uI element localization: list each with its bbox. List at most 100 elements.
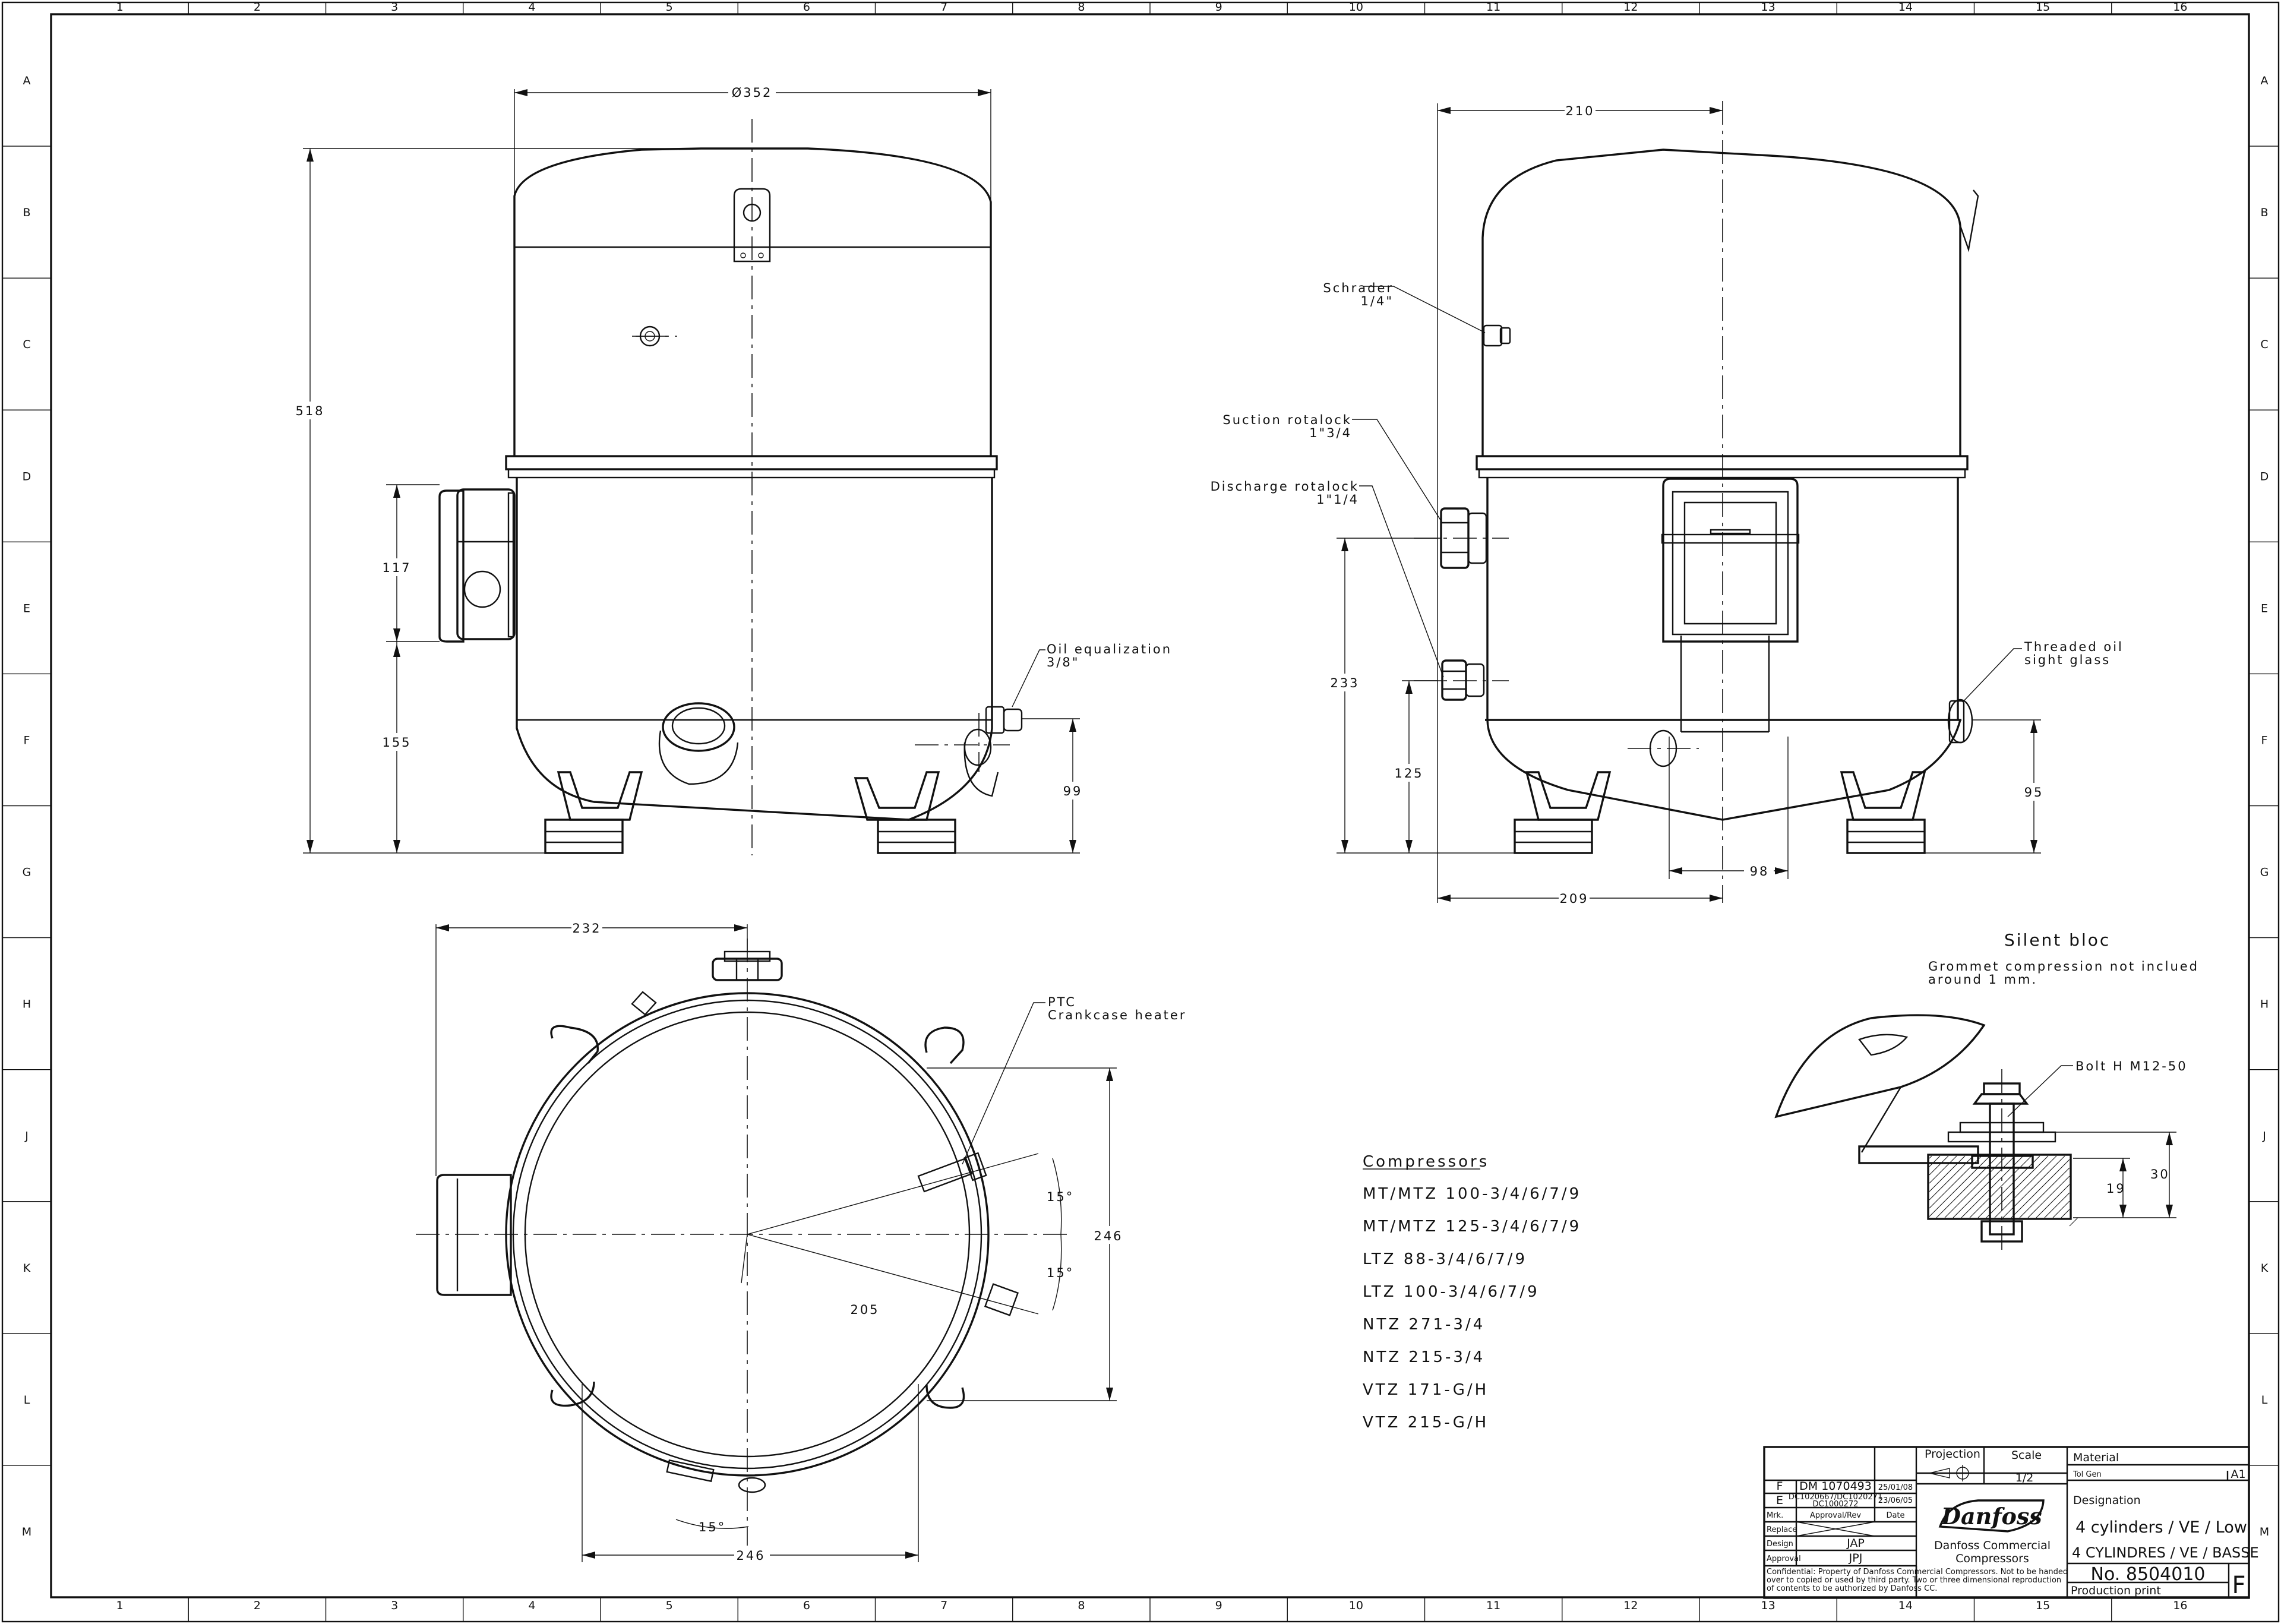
production-print: Production print <box>2071 1584 2161 1597</box>
revision-letter: F <box>2232 1572 2245 1599</box>
rev-f-date: 25/01/08 <box>1878 1483 1913 1492</box>
grid-row-label: M <box>22 1525 31 1538</box>
grid-row-label: L <box>2261 1394 2268 1407</box>
grid-column-label: 7 <box>940 1 947 14</box>
callout-ptc: PTC <box>1048 995 1076 1009</box>
grid-column-label: 3 <box>391 1599 398 1612</box>
grid-column-label: 3 <box>391 1 398 14</box>
label-date: Date <box>1886 1511 1904 1520</box>
scale-value: 1/2 <box>2015 1471 2034 1484</box>
designation-french: 4 CYLINDRES / VE / BASSE <box>2072 1544 2259 1561</box>
compressor-list-item: NTZ 271-3/4 <box>1363 1316 1485 1334</box>
grid-column-label: 16 <box>2173 1599 2187 1612</box>
callout-crankcase-heater: Crankcase heater <box>1048 1008 1186 1022</box>
grid-column-label: 10 <box>1349 1599 1363 1612</box>
confidential-notice-3: of contents to be authorized by Danfoss … <box>1767 1584 1937 1593</box>
dim-height-19: 19 <box>2106 1181 2126 1196</box>
design-value: JAP <box>1846 1537 1865 1550</box>
grid-column-label: 11 <box>1486 1599 1500 1612</box>
grid-column-label: 5 <box>666 1599 673 1612</box>
label-approval-rev: Approval/Rev <box>1810 1511 1862 1520</box>
grid-column-label: 13 <box>1761 1 1775 14</box>
rev-e-reference: DC1020667/DC1020271 <box>1789 1493 1882 1502</box>
dim-height-99: 99 <box>1063 784 1083 798</box>
grid-column-label: 2 <box>254 1599 261 1612</box>
discharge-rotalock <box>1441 659 1485 701</box>
dim-height-95: 95 <box>2024 785 2044 800</box>
dim-angle-15-lower: 15° <box>1047 1266 1074 1280</box>
grid-row-label: A <box>2261 74 2269 87</box>
dim-height-518: 518 <box>295 404 324 418</box>
compressor-list-item: VTZ 171-G/H <box>1363 1381 1489 1399</box>
sheet-size: A1 <box>2231 1468 2245 1481</box>
grid-row-label: D <box>2260 470 2269 483</box>
grid-row-label: E <box>2261 602 2268 615</box>
callout-schrader-size: 1/4" <box>1361 294 1394 308</box>
callout-sight-glass: Threaded oil <box>2024 640 2124 654</box>
dim-radius-205: 205 <box>850 1303 879 1317</box>
grid-column-label: 9 <box>1215 1599 1222 1612</box>
brand-subtitle-2: Compressors <box>1955 1552 2029 1565</box>
callout-oil-equalization: Oil equalization <box>1047 642 1172 656</box>
dim-width-98: 98 <box>1750 864 1770 879</box>
grid-column-label: 12 <box>1623 1 1638 14</box>
compressor-list-item: LTZ 88-3/4/6/7/9 <box>1363 1250 1527 1268</box>
grid-row-label: A <box>23 74 31 87</box>
dim-diameter-352: Ø352 <box>732 86 773 100</box>
callout-oil-equalization-size: 3/8" <box>1047 655 1079 669</box>
rev-f-reference: DM 1070493 <box>1799 1480 1872 1493</box>
grid-row-label: F <box>24 734 30 747</box>
grid-row-label: F <box>2261 734 2268 747</box>
silent-bloc-note-2: around 1 mm. <box>1928 972 2037 987</box>
grid-row-label: J <box>2262 1130 2266 1143</box>
confidential-notice: Confidential: Property of Danfoss Commer… <box>1767 1568 2068 1576</box>
brand-logo: Danfoss <box>1938 1499 2045 1533</box>
label-design: Design <box>1767 1540 1793 1549</box>
rev-e-mark: E <box>1776 1494 1783 1507</box>
dim-angle-15-bottom: 15° <box>699 1520 726 1534</box>
brand-subtitle: Danfoss Commercial <box>1934 1539 2051 1552</box>
compressor-list-item: VTZ 215-G/H <box>1363 1414 1489 1432</box>
dim-width-210: 210 <box>1565 104 1594 118</box>
dim-angle-15-upper: 15° <box>1047 1190 1074 1204</box>
side-view: 210 233 125 98 209 95 Sch <box>1211 101 2124 906</box>
grid-row-label: H <box>23 998 31 1011</box>
label-mrk: Mrk. <box>1767 1511 1783 1520</box>
grid-column-label: 11 <box>1486 1 1500 14</box>
silent-bloc-detail: Silent bloc Grommet compression not incl… <box>1774 930 2199 1253</box>
projection-symbol-icon <box>1929 1465 1972 1481</box>
title-block: F DM 1070493 25/01/08 E DC1020667/DC1020… <box>1763 1446 2259 1599</box>
svg-text:Danfoss: Danfoss <box>1941 1503 2042 1530</box>
grid-column-label: 16 <box>2173 1 2187 14</box>
compressor-list-item: MT/MTZ 125-3/4/6/7/9 <box>1363 1218 1581 1236</box>
grid-column-label: 10 <box>1349 1 1363 14</box>
grid-reference-labels: 1122334455667788991010111112121313141415… <box>22 1 2269 1612</box>
confidential-notice-2: over to copied or used by third party. T… <box>1767 1576 2061 1585</box>
grid-column-label: 6 <box>803 1599 810 1612</box>
dim-width-246: 246 <box>736 1549 765 1563</box>
grid-column-label: 4 <box>528 1 535 14</box>
front-foot-left <box>544 771 643 854</box>
compressor-list-item: MT/MTZ 100-3/4/6/7/9 <box>1363 1185 1581 1203</box>
compressor-list-title: Compressors <box>1363 1153 1489 1171</box>
callout-discharge-size: 1"1/4 <box>1316 492 1359 507</box>
silent-bloc-title: Silent bloc <box>2004 930 2111 950</box>
callout-suction-size: 1"3/4 <box>1309 426 1352 440</box>
grid-row-label: K <box>2261 1262 2269 1275</box>
grid-column-label: 12 <box>1623 1599 1638 1612</box>
grid-row-label: B <box>2260 206 2268 219</box>
grid-column-label: 9 <box>1215 1 1222 14</box>
top-view: 232 246 15° 15° 205 15° 246 PTC Crankcas… <box>416 918 1186 1563</box>
callout-suction-rotalock: Suction rotalock <box>1222 413 1352 427</box>
label-projection: Projection <box>1925 1448 1980 1461</box>
silent-bloc-note: Grommet compression not inclued <box>1928 959 2199 974</box>
dim-height-117: 117 <box>382 561 411 575</box>
compressor-list-item: NTZ 215-3/4 <box>1363 1348 1485 1366</box>
callout-discharge-rotalock: Discharge rotalock <box>1211 479 1359 494</box>
dim-height-155: 155 <box>382 735 411 750</box>
label-replace: Replace <box>1767 1525 1797 1534</box>
grid-row-label: J <box>24 1130 29 1143</box>
dim-height-30: 30 <box>2150 1167 2170 1181</box>
grid-column-label: 4 <box>528 1599 535 1612</box>
